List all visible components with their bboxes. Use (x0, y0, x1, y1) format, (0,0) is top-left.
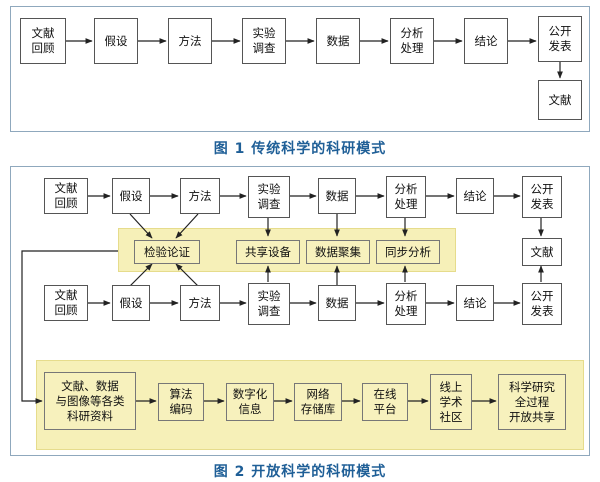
figure1-caption: 图 1 传统科学的科研模式 (213, 141, 387, 157)
data-aggregation-box: 数据聚集 (306, 240, 370, 264)
fig2-bottom-experiment-box: 实验 调查 (248, 283, 290, 325)
fig2-top-analysis-box: 分析 处理 (386, 176, 426, 218)
fig2-bottom-analysis-box: 分析 处理 (386, 283, 426, 325)
fig2-bottom-data-box: 数据 (318, 285, 356, 321)
fig1-method-box: 方法 (168, 18, 212, 64)
fig1-review-box: 文献 回顾 (20, 18, 66, 64)
fig2-top-publish-box: 公开 发表 (522, 176, 562, 218)
digitized-info-box: 数字化 信息 (226, 383, 274, 421)
fig1-data-box: 数据 (316, 18, 360, 64)
verification-box: 检验论证 (134, 240, 200, 264)
online-platform-box: 在线 平台 (362, 383, 408, 421)
open-sharing-box: 科学研究 全过程 开放共享 (498, 374, 566, 430)
algorithm-coding-box: 算法 编码 (158, 383, 204, 421)
fig2-top-conclusion-box: 结论 (456, 178, 494, 214)
online-community-box: 线上 学术 社区 (430, 374, 472, 430)
fig2-top-experiment-box: 实验 调查 (248, 176, 290, 218)
fig1-hypothesis-box: 假设 (94, 18, 138, 64)
fig2-bottom-hypothesis-box: 假设 (112, 285, 150, 321)
fig2-bottom-method-box: 方法 (180, 285, 220, 321)
fig1-analysis-box: 分析 处理 (390, 18, 434, 64)
network-repository-box: 网络 存储库 (294, 383, 342, 421)
fig2-literature-box: 文献 (522, 238, 562, 266)
fig1-conclusion-box: 结论 (464, 18, 508, 64)
figure2-caption: 图 2 开放科学的科研模式 (213, 464, 387, 480)
fig2-top-method-box: 方法 (180, 178, 220, 214)
fig1-publish-box: 公开 发表 (538, 16, 582, 62)
fig2-bottom-publish-box: 公开 发表 (522, 283, 562, 325)
shared-equipment-box: 共享设备 (236, 240, 300, 264)
fig1-literature-box: 文献 (538, 80, 582, 120)
fig2-bottom-conclusion-box: 结论 (456, 285, 494, 321)
fig1-experiment-box: 实验 调查 (242, 18, 286, 64)
fig2-top-hypothesis-box: 假设 (112, 178, 150, 214)
sync-analysis-box: 同步分析 (376, 240, 440, 264)
fig2-top-data-box: 数据 (318, 178, 356, 214)
fig2-top-review-box: 文献 回顾 (44, 178, 88, 214)
research-resources-box: 文献、数据 与图像等各类 科研资料 (44, 372, 136, 430)
fig2-bottom-review-box: 文献 回顾 (44, 285, 88, 321)
